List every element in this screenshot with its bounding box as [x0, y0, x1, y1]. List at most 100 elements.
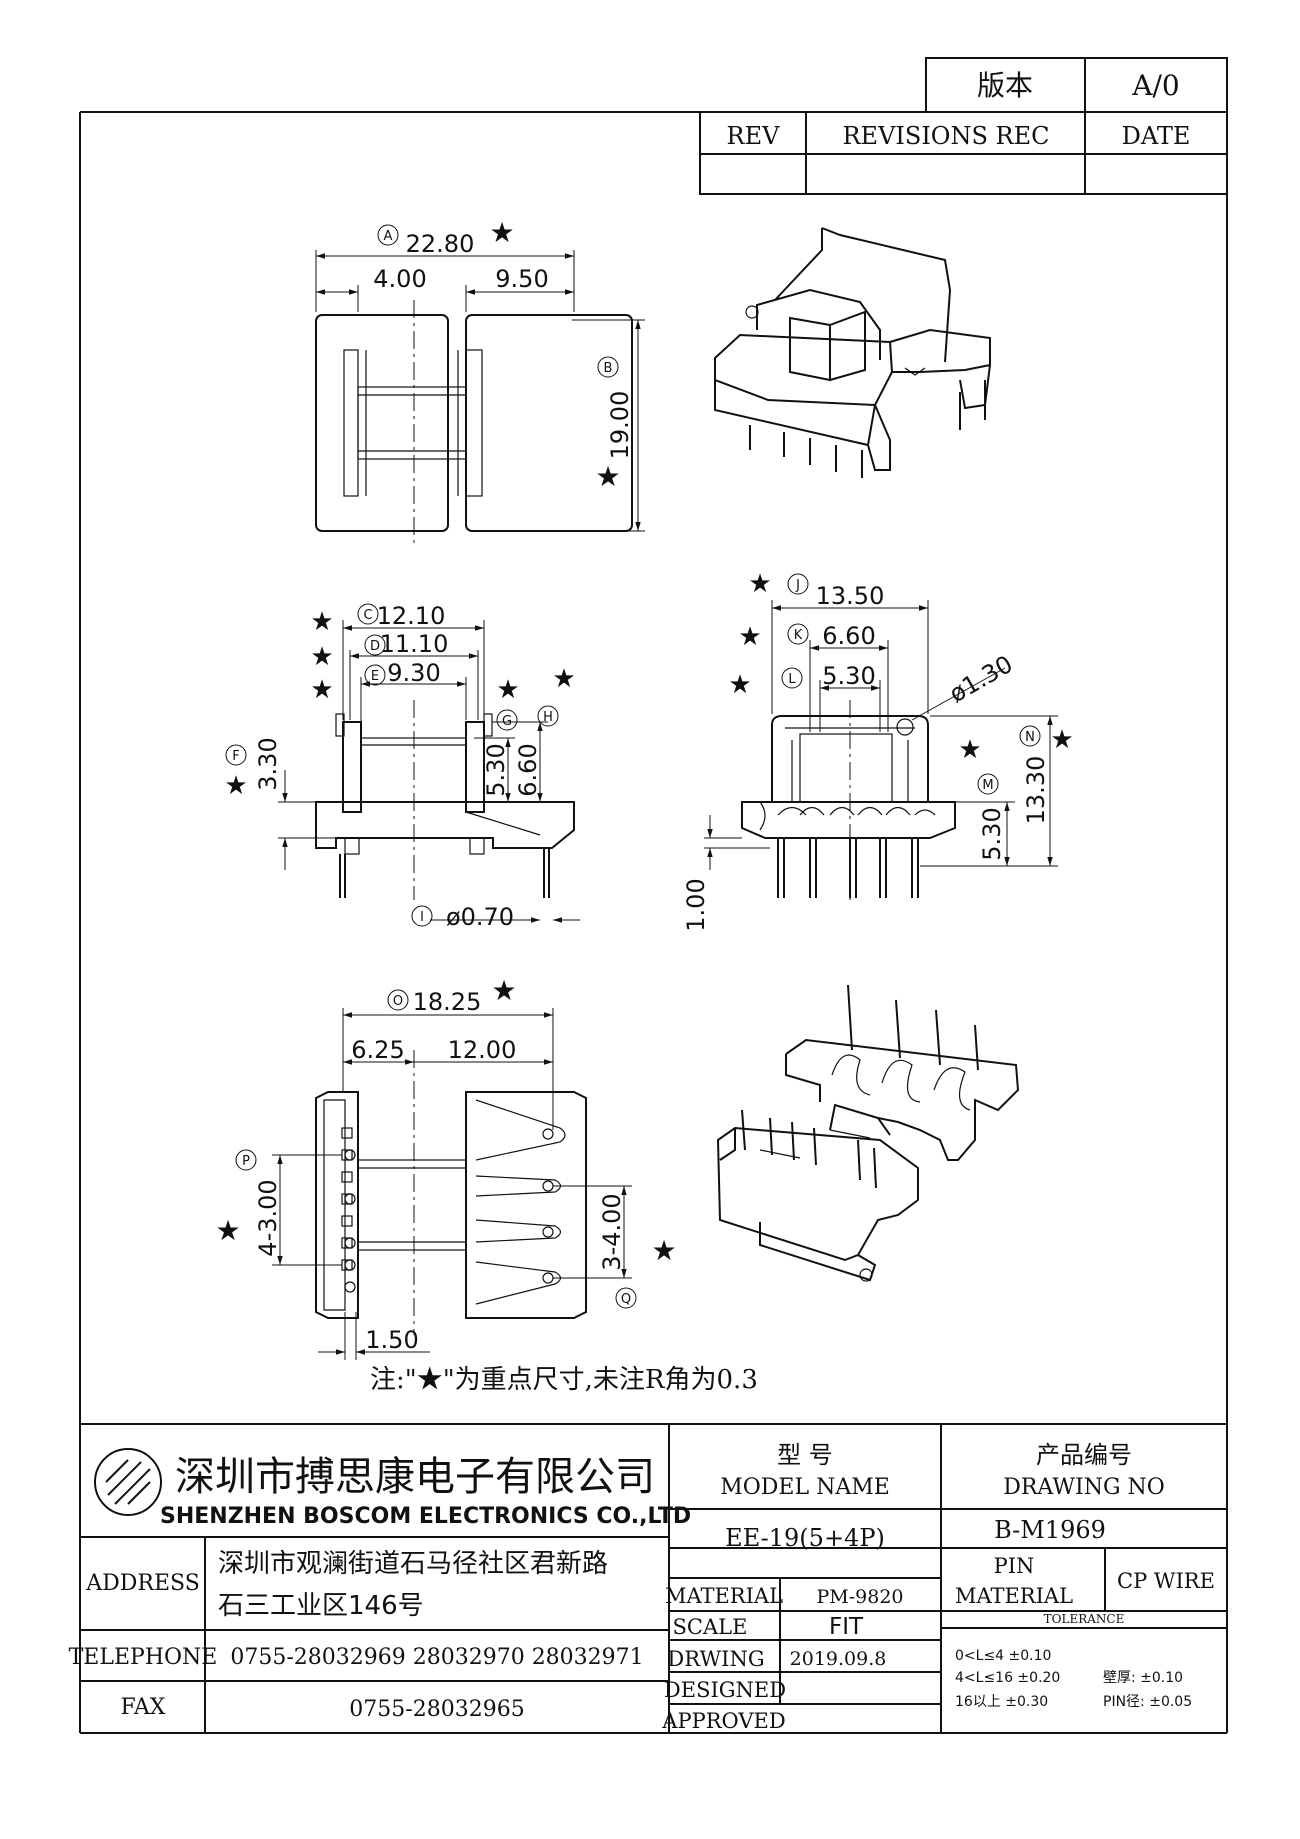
marker-i: I	[420, 910, 424, 925]
title-block: 深圳市搏思康电子有限公司 SHENZHEN BOSCOM ELECTRONICS…	[69, 1423, 1227, 1733]
dim-pin-height: 1.00	[682, 878, 710, 931]
star-l: ★	[728, 670, 751, 700]
dim-e: 9.30	[387, 659, 440, 687]
dim-bottom-right: 12.00	[448, 1036, 517, 1064]
revision-table: 版本 A/0 REV REVISIONS REC DATE	[699, 57, 1228, 195]
star-j: ★	[748, 569, 771, 599]
fax-label: FAX	[121, 1695, 166, 1720]
iso-view-top	[714, 227, 991, 478]
marker-m: M	[982, 778, 993, 793]
marker-l: L	[788, 672, 796, 687]
dim-j: 13.50	[816, 582, 885, 610]
star-f: ★	[224, 771, 247, 801]
marker-k: K	[794, 628, 803, 643]
date-label: DATE	[1122, 122, 1191, 150]
pin-tolerance: PIN径: ±0.05	[1103, 1694, 1192, 1710]
pin-row-left	[341, 1127, 356, 1293]
address-line1: 深圳市观澜街道石马径社区君新路	[218, 1549, 608, 1579]
dim-bottom-left: 6.25	[351, 1036, 404, 1064]
dim-d: 11.10	[380, 630, 449, 658]
dim-q: 3-4.00	[598, 1193, 626, 1270]
marker-e: E	[371, 669, 379, 684]
marker-c: C	[363, 608, 372, 623]
star-k: ★	[738, 622, 761, 652]
star-h: ★	[552, 664, 575, 694]
dim-i: ø0.70	[446, 903, 514, 931]
marker-q: Q	[621, 1292, 631, 1307]
model-label-cn: 型 号	[777, 1441, 833, 1469]
front-view: C 12.10 D 11.10 E 9.30 ★ ★ ★ ★ ★ G H 5.3…	[224, 602, 580, 931]
dim-k: 6.60	[822, 622, 875, 650]
dim-b: 19.00	[606, 391, 634, 460]
version-label: 版本	[977, 69, 1033, 102]
star-b: ★	[595, 460, 620, 493]
tolerance-row-1: 0<L≤4 ±0.10	[955, 1648, 1051, 1664]
dim-l: 5.30	[822, 662, 875, 690]
side-view: J ★ 13.50 K ★ 6.60 L ★ 5.30 ø1.30 ★ N ★ …	[682, 569, 1074, 932]
star-m: ★	[958, 735, 981, 765]
tolerance-row-2: 4<L≤16 ±0.20	[955, 1670, 1060, 1686]
dim-m: 5.30	[978, 807, 1006, 860]
drawing-label-en: DRAWING NO	[1003, 1475, 1165, 1500]
marker-f: F	[232, 749, 239, 764]
top-view: A 22.80 ★ 4.00 9.50 B 19.00 ★	[315, 216, 645, 545]
version-value: A/0	[1131, 69, 1179, 102]
fax-value: 0755-28032965	[349, 1697, 524, 1722]
marker-g: G	[502, 714, 512, 729]
designed-label: DESIGNED	[664, 1678, 786, 1702]
model-value: EE-19(5+4P)	[725, 1524, 885, 1552]
telephone-value: 0755-28032969 28032970 28032971	[230, 1645, 643, 1670]
star-p: ★	[215, 1214, 240, 1247]
drawing-label-cn: 产品编号	[1036, 1441, 1132, 1469]
star-n: ★	[1050, 725, 1073, 755]
approved-label: APPROVED	[661, 1709, 785, 1733]
drwing-value: 2019.09.8	[790, 1648, 887, 1670]
pin-material-label-2: MATERIAL	[955, 1584, 1073, 1608]
marker-d: D	[370, 639, 380, 654]
telephone-label: TELEPHONE	[69, 1645, 218, 1670]
model-label-en: MODEL NAME	[720, 1475, 890, 1500]
sheet-frame	[79, 111, 1228, 1734]
rev-label: REV	[727, 122, 781, 150]
dim-base: 1.50	[365, 1326, 418, 1354]
scale-label: SCALE	[673, 1615, 748, 1639]
marker-h: H	[543, 710, 553, 725]
star-e: ★	[310, 675, 333, 705]
address-line2: 石三工业区146号	[218, 1591, 424, 1621]
revisions-label: REVISIONS REC	[842, 122, 1049, 150]
dim-top-right: 9.50	[495, 265, 548, 293]
scale-value: FIT	[829, 1614, 864, 1640]
bottom-view: O 18.25 ★ 6.25 12.00 P 4-3.00 ★ 3-4.00 Q…	[215, 974, 677, 1360]
marker-j: J	[795, 578, 800, 593]
dim-top-left: 4.00	[373, 265, 426, 293]
marker-n: N	[1025, 730, 1035, 745]
wall-tolerance: 壁厚: ±0.10	[1103, 1670, 1183, 1686]
marker-a: A	[384, 229, 393, 244]
tolerance-row-3: 16以上 ±0.30	[955, 1694, 1048, 1710]
star-c: ★	[310, 607, 333, 637]
marker-p: P	[242, 1154, 250, 1169]
dim-p: 4-3.00	[254, 1179, 282, 1256]
dim-hole: ø1.30	[945, 650, 1018, 708]
iso-view-bottom	[716, 984, 1020, 1282]
star-g: ★	[496, 675, 519, 705]
pin-material-value: CP WIRE	[1117, 1569, 1215, 1593]
dim-o: 18.25	[413, 988, 482, 1016]
material-label: MATERIAL	[665, 1584, 783, 1608]
drwing-label: DRWING	[667, 1647, 764, 1671]
star-q: ★	[651, 1234, 676, 1267]
dim-g: 5.30	[482, 743, 510, 796]
dim-n: 13.30	[1022, 756, 1050, 825]
marker-o: O	[393, 994, 403, 1009]
dim-f: 3.30	[254, 737, 282, 790]
tolerance-label: TOLERANCE	[1044, 1612, 1125, 1626]
material-value: PM-9820	[816, 1586, 903, 1608]
star-o: ★	[491, 974, 516, 1007]
dim-c: 12.10	[377, 602, 446, 630]
address-label: ADDRESS	[85, 1571, 200, 1596]
pin-material-label-1: PIN	[994, 1554, 1035, 1578]
star-d: ★	[310, 642, 333, 672]
company-logo-icon	[94, 1448, 162, 1516]
star-a: ★	[489, 216, 514, 249]
